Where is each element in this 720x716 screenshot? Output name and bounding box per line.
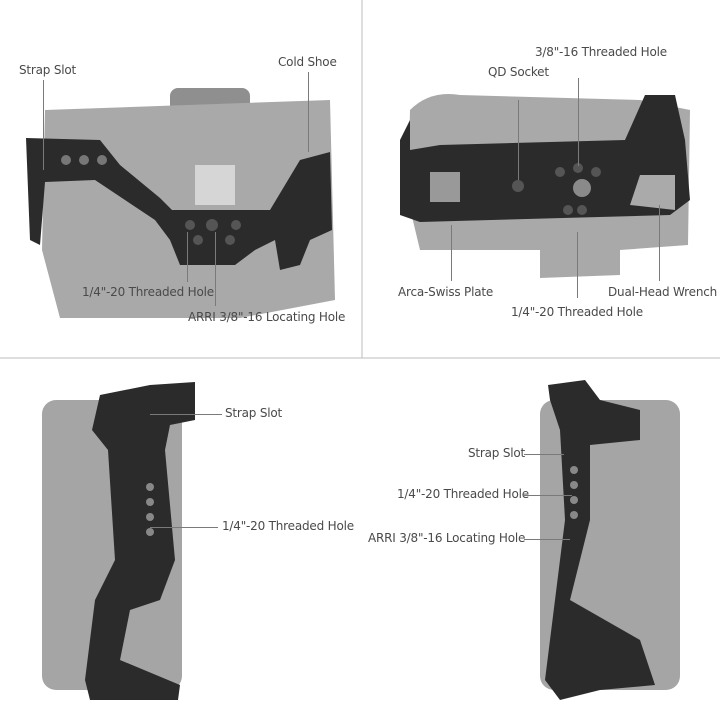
leader-line bbox=[659, 205, 660, 281]
label-strap-slot: Strap Slot bbox=[225, 406, 283, 420]
label-three-eighths-threaded-hole: 3/8"-16 Threaded Hole bbox=[535, 45, 667, 59]
cage-top bbox=[26, 138, 332, 270]
cage-bottom bbox=[400, 95, 690, 222]
cage-side-left bbox=[85, 382, 195, 700]
leader-line bbox=[150, 414, 222, 415]
leader-line bbox=[43, 80, 44, 170]
label-quarter-20-threaded-hole: 1/4"-20 Threaded Hole bbox=[222, 519, 354, 533]
camera-bottom-view bbox=[400, 94, 690, 278]
label-qd-socket: QD Socket bbox=[488, 65, 549, 79]
leader-line bbox=[308, 72, 309, 152]
camera-top-view bbox=[26, 88, 335, 318]
camera-side-view-right bbox=[540, 380, 680, 700]
leader-line bbox=[215, 232, 216, 306]
leader-line bbox=[524, 454, 564, 455]
label-quarter-20-threaded-hole: 1/4"-20 Threaded Hole bbox=[82, 285, 214, 299]
label-arca-swiss-plate: Arca-Swiss Plate bbox=[398, 285, 494, 299]
label-quarter-20-threaded-hole: 1/4"-20 Threaded Hole bbox=[397, 487, 529, 501]
camera-side-view-left bbox=[42, 382, 195, 700]
label-strap-slot: Strap Slot bbox=[19, 63, 77, 77]
leader-line bbox=[518, 100, 519, 180]
label-arri-locating-hole: ARRI 3/8"-16 Locating Hole bbox=[188, 310, 346, 324]
leader-line bbox=[524, 495, 572, 496]
label-cold-shoe: Cold Shoe bbox=[278, 55, 337, 69]
cage-side-right bbox=[545, 380, 655, 700]
leader-line bbox=[524, 539, 570, 540]
leader-line bbox=[187, 232, 188, 282]
label-dual-head-wrench: Dual-Head Wrench bbox=[608, 285, 718, 299]
leader-line bbox=[451, 225, 452, 281]
label-strap-slot: Strap Slot bbox=[468, 446, 526, 460]
leader-line bbox=[577, 232, 578, 298]
leader-line bbox=[150, 527, 218, 528]
label-arri-locating-hole: ARRI 3/8"-16 Locating Hole bbox=[368, 531, 526, 545]
label-quarter-20-threaded-hole: 1/4"-20 Threaded Hole bbox=[511, 305, 643, 319]
leader-line bbox=[578, 78, 579, 166]
